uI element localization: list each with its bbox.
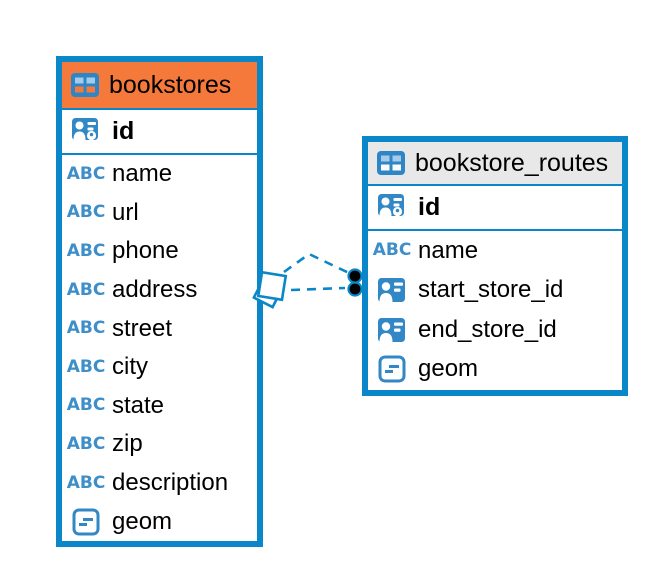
relationship-line-upper[interactable] xyxy=(283,252,350,275)
column-row[interactable]: ABC address xyxy=(62,271,257,310)
column-name: state xyxy=(112,391,165,419)
relationship-target-dot-lower xyxy=(347,281,363,297)
entity-bookstores[interactable]: bookstores id ABC na xyxy=(56,56,263,547)
column-name: id xyxy=(112,117,135,145)
table-icon xyxy=(70,73,100,97)
pk-separator xyxy=(62,153,257,155)
column-row-pk[interactable]: id xyxy=(62,110,257,153)
text-type-icon: ABC xyxy=(66,318,106,339)
header-separator xyxy=(62,108,257,110)
relationship-line-lower[interactable] xyxy=(290,286,346,292)
text-type-icon: ABC xyxy=(66,202,106,223)
column-name: zip xyxy=(112,430,143,458)
entity-bookstore-routes[interactable]: bookstore_routes id ABC xyxy=(362,136,628,396)
column-name: address xyxy=(112,276,198,304)
entity-header-bookstore-routes[interactable]: bookstore_routes xyxy=(368,142,622,184)
column-row[interactable]: ABC name xyxy=(62,155,257,194)
column-row[interactable]: ABC city xyxy=(62,348,257,387)
table-icon xyxy=(376,151,406,175)
column-row[interactable]: start_store_id xyxy=(368,271,622,311)
primary-key-icon xyxy=(67,115,105,148)
column-name: start_store_id xyxy=(418,276,564,304)
column-row[interactable]: ABC zip xyxy=(62,425,257,464)
column-name: url xyxy=(112,198,139,226)
column-name: description xyxy=(112,469,229,497)
header-separator xyxy=(368,184,622,186)
text-type-icon: ABC xyxy=(66,356,106,377)
column-row[interactable]: ABC description xyxy=(62,464,257,503)
column-row[interactable]: ABC url xyxy=(62,194,257,233)
geometry-type-icon xyxy=(67,508,105,536)
column-name: name xyxy=(418,236,479,264)
column-name: end_store_id xyxy=(418,315,557,343)
column-row[interactable]: ABC name xyxy=(368,231,622,271)
text-type-icon: ABC xyxy=(66,279,106,300)
text-type-icon: ABC xyxy=(372,240,412,261)
column-row[interactable]: geom xyxy=(62,502,257,541)
column-name: id xyxy=(418,193,441,221)
text-type-icon: ABC xyxy=(66,395,106,416)
pk-separator xyxy=(368,229,622,231)
column-name: geom xyxy=(112,507,173,535)
relationship-target-dot-upper xyxy=(347,268,363,284)
text-type-icon: ABC xyxy=(66,163,106,184)
column-name: geom xyxy=(418,355,479,383)
column-row[interactable]: ABC state xyxy=(62,387,257,426)
column-row[interactable]: ABC phone xyxy=(62,232,257,271)
reference-type-icon xyxy=(373,277,411,303)
text-type-icon: ABC xyxy=(66,433,106,454)
column-name: phone xyxy=(112,237,179,265)
entity-title: bookstores xyxy=(109,70,232,99)
column-name: name xyxy=(112,160,173,188)
text-type-icon: ABC xyxy=(66,240,106,261)
entity-header-bookstores[interactable]: bookstores xyxy=(62,62,257,108)
reference-type-icon xyxy=(373,317,411,343)
column-name: street xyxy=(112,314,173,342)
column-row[interactable]: geom xyxy=(368,350,622,390)
primary-key-icon xyxy=(373,191,411,224)
text-type-icon: ABC xyxy=(66,472,106,493)
column-row-pk[interactable]: id xyxy=(368,186,622,229)
column-row[interactable]: ABC street xyxy=(62,309,257,348)
entity-title: bookstore_routes xyxy=(415,148,609,177)
geometry-type-icon xyxy=(373,355,411,383)
column-name: city xyxy=(112,353,148,381)
column-row[interactable]: end_store_id xyxy=(368,310,622,350)
